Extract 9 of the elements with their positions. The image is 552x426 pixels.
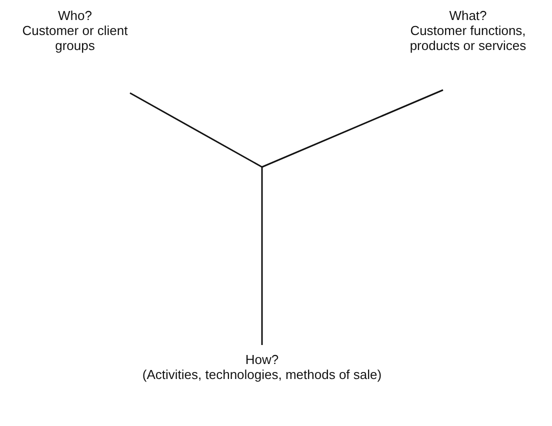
dimension-axis-line bbox=[261, 167, 263, 345]
dimension-question: What? bbox=[448, 8, 488, 23]
dimension-axis-line bbox=[130, 92, 262, 168]
dimension-question: Who? bbox=[57, 8, 93, 23]
dimension-description: Customer or client groups bbox=[21, 23, 129, 53]
dimension-axis-line bbox=[262, 89, 444, 168]
dimension-description: Customer functions, products or services bbox=[408, 23, 528, 53]
dimension-question: How? bbox=[244, 352, 280, 367]
dimension-description: (Activities, technologies, methods of sale) bbox=[141, 367, 383, 382]
